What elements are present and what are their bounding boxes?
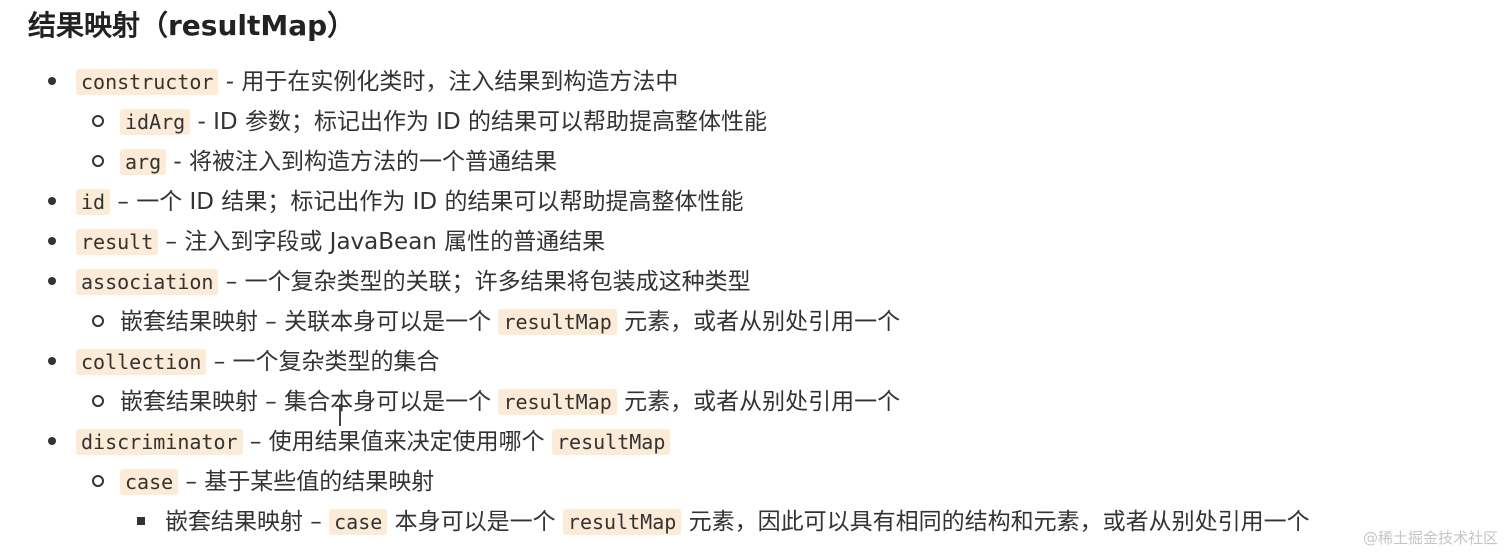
disc-bullet-icon (48, 422, 76, 462)
inline-code: resultMap (562, 509, 682, 535)
inline-code: resultMap (498, 309, 617, 335)
list-item-idArg: idArg - ID 参数；标记出作为 ID 的结果可以帮助提高整体性能 (92, 102, 767, 142)
text-cursor-icon (339, 404, 341, 426)
list-item-collection: collection – 一个复杂类型的集合 (48, 342, 440, 382)
item-text: – 一个 ID 结果；标记出作为 ID 的结果可以帮助提高整体性能 (110, 189, 744, 215)
section-heading: 结果映射（resultMap） (28, 9, 356, 42)
item-text: - 将被注入到构造方法的一个普通结果 (166, 149, 558, 175)
circle-bullet-icon (92, 462, 120, 502)
inline-code: constructor (76, 69, 219, 95)
list-item-collection-nested: 嵌套结果映射 – 集合本身可以是一个 resultMap 元素，或者从别处引用一… (92, 382, 900, 422)
square-bullet-icon (137, 502, 165, 542)
circle-bullet-icon (92, 382, 120, 422)
item-text: 嵌套结果映射 – 关联本身可以是一个 (120, 309, 499, 335)
item-text: – 基于某些值的结果映射 (178, 469, 435, 495)
list-item-arg: arg - 将被注入到构造方法的一个普通结果 (92, 142, 557, 182)
list-item-case-nested: 嵌套结果映射 – case 本身可以是一个 resultMap 元素，因此可以具… (137, 502, 1310, 542)
disc-bullet-icon (48, 262, 76, 302)
circle-bullet-icon (92, 302, 120, 342)
item-text: - ID 参数；标记出作为 ID 的结果可以帮助提高整体性能 (190, 109, 768, 135)
item-text: 本身可以是一个 (387, 509, 563, 535)
disc-bullet-icon (48, 182, 76, 222)
circle-bullet-icon (92, 142, 120, 182)
inline-code: id (76, 189, 111, 215)
item-text: 元素，或者从别处引用一个 (616, 309, 901, 335)
list-item-constructor: constructor - 用于在实例化类时，注入结果到构造方法中 (48, 62, 678, 102)
list-item-discriminator: discriminator – 使用结果值来决定使用哪个 resultMap (48, 422, 671, 462)
item-text: – 使用结果值来决定使用哪个 (242, 429, 552, 455)
list-item-result: result – 注入到字段或 JavaBean 属性的普通结果 (48, 222, 605, 262)
inline-code: association (76, 269, 219, 295)
inline-code: result (76, 229, 159, 255)
item-text: 嵌套结果映射 – (165, 509, 330, 535)
item-text: 元素，因此可以具有相同的结构和元素，或者从别处引用一个 (681, 509, 1310, 535)
inline-code: discriminator (76, 429, 243, 455)
list-item-association-nested: 嵌套结果映射 – 关联本身可以是一个 resultMap 元素，或者从别处引用一… (92, 302, 900, 342)
circle-bullet-icon (92, 102, 120, 142)
disc-bullet-icon (48, 342, 76, 382)
item-text: – 注入到字段或 JavaBean 属性的普通结果 (158, 229, 606, 255)
inline-code: resultMap (551, 429, 671, 455)
inline-code: arg (120, 149, 167, 175)
list-item-id: id – 一个 ID 结果；标记出作为 ID 的结果可以帮助提高整体性能 (48, 182, 743, 222)
item-text: 嵌套结果映射 – 集合本身可以是一个 (120, 389, 499, 415)
inline-code: case (329, 509, 388, 535)
list-item-association: association – 一个复杂类型的关联；许多结果将包装成这种类型 (48, 262, 751, 302)
inline-code: collection (76, 349, 207, 375)
item-text: – 一个复杂类型的关联；许多结果将包装成这种类型 (218, 269, 751, 295)
inline-code: idArg (120, 109, 191, 135)
disc-bullet-icon (48, 62, 76, 102)
disc-bullet-icon (48, 222, 76, 262)
item-text: – 一个复杂类型的集合 (206, 349, 440, 375)
inline-code: case (120, 469, 179, 495)
item-text: - 用于在实例化类时，注入结果到构造方法中 (218, 69, 679, 95)
item-text: 元素，或者从别处引用一个 (616, 389, 901, 415)
watermark: @稀土掘金技术社区 (1362, 529, 1498, 547)
list-item-case: case – 基于某些值的结果映射 (92, 462, 434, 502)
inline-code: resultMap (498, 389, 617, 415)
